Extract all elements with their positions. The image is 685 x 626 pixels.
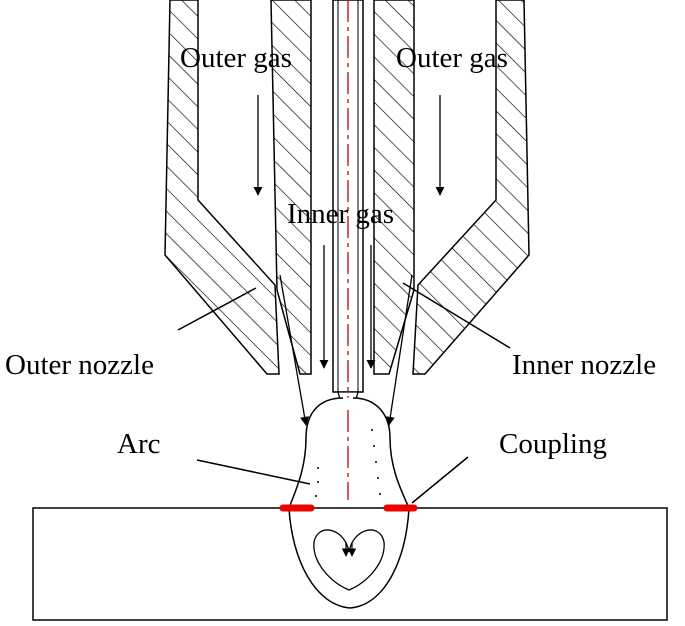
coupling-leader	[411, 456, 469, 504]
coupling-label: Coupling	[499, 428, 607, 460]
outer-gas-left-label: Outer gas	[180, 42, 292, 74]
arc-label: Arc	[117, 428, 161, 460]
inner-gas-label: Inner gas	[287, 198, 395, 230]
arc-dots	[315, 429, 381, 497]
arc-shape	[287, 397, 411, 509]
outer-gas-right-label: Outer gas	[396, 42, 508, 74]
outer-nozzle-label: Outer nozzle	[5, 349, 154, 381]
inner-nozzle-leader	[402, 282, 511, 349]
outer-nozzle-leader	[177, 287, 257, 331]
outer-nozzle-left-wall	[164, 0, 280, 375]
inner-nozzle-right-wall	[373, 0, 415, 375]
inner-nozzle-label: Inner nozzle	[512, 349, 657, 381]
outer-gas-right-stream-arrow	[385, 274, 413, 426]
outer-nozzle-right-wall	[412, 0, 530, 375]
arc-leader	[196, 459, 311, 485]
outer-gas-left-stream-arrow	[279, 274, 310, 426]
weld-pool-flow-loop	[313, 529, 385, 591]
